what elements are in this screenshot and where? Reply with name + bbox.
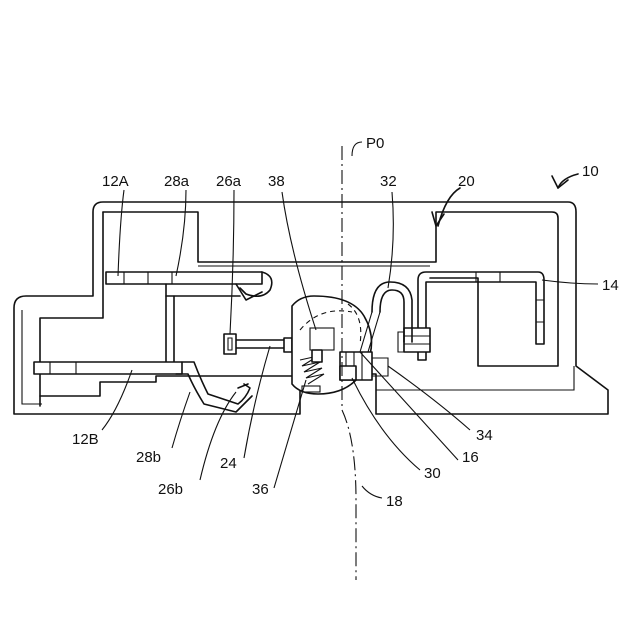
leader-34 (388, 366, 470, 430)
leader-18 (362, 486, 382, 498)
arrow-10 (552, 176, 568, 188)
terminal-plate-12B (34, 362, 182, 374)
label-14: 14 (602, 277, 619, 294)
label-18: 18 (386, 493, 403, 510)
label-10: 10 (582, 163, 599, 180)
center-rib (166, 296, 174, 364)
leader-24 (244, 346, 270, 458)
label-26b: 26b (158, 481, 183, 498)
spring-tip-28a (236, 284, 262, 300)
spring-arm-28b-inner (176, 374, 252, 412)
terminal-12B (34, 362, 252, 412)
label-16: 16 (462, 449, 479, 466)
label-28a: 28a (164, 173, 190, 190)
leader-28b (172, 392, 190, 448)
screw-block-14 (404, 328, 430, 352)
leader-12A (118, 190, 124, 276)
leader-14 (542, 280, 598, 284)
label-24: 24 (220, 455, 237, 472)
label-20: 20 (458, 173, 475, 190)
label-34: 34 (476, 427, 493, 444)
leader-20 (438, 188, 460, 226)
label-12A: 12A (102, 173, 129, 190)
label-30: 30 (424, 465, 441, 482)
label-26a: 26a (216, 173, 242, 190)
contact-38 (312, 350, 322, 362)
leader-28a (176, 190, 186, 276)
leader-36 (274, 380, 306, 488)
actuator (224, 334, 292, 354)
leader-32 (388, 192, 393, 288)
label-38: 38 (268, 173, 285, 190)
housing-inner-step (376, 366, 574, 390)
label-P0: P0 (366, 135, 384, 152)
label-36: 36 (252, 481, 269, 498)
bracket-under-12A (166, 284, 240, 296)
rod-24 (234, 340, 290, 348)
housing-left-step (22, 310, 42, 404)
pin-26a (224, 334, 236, 354)
label-32: 32 (380, 173, 397, 190)
leader-30 (352, 378, 420, 470)
axis-18 (342, 410, 356, 580)
terminal-12A (106, 272, 272, 300)
label-12B: 12B (72, 431, 99, 448)
terminal-plate-12A (106, 272, 262, 284)
leader-P0 (352, 142, 362, 156)
terminal-14 (398, 272, 544, 360)
leader-16 (360, 352, 458, 460)
leader-12B (102, 370, 132, 430)
link-32-inner (380, 290, 404, 342)
rod-end (284, 338, 292, 352)
terminal-14-ticks (476, 272, 544, 322)
terminal-bracket-14 (418, 272, 544, 360)
label-28b: 28b (136, 449, 161, 466)
rotor (292, 282, 412, 394)
